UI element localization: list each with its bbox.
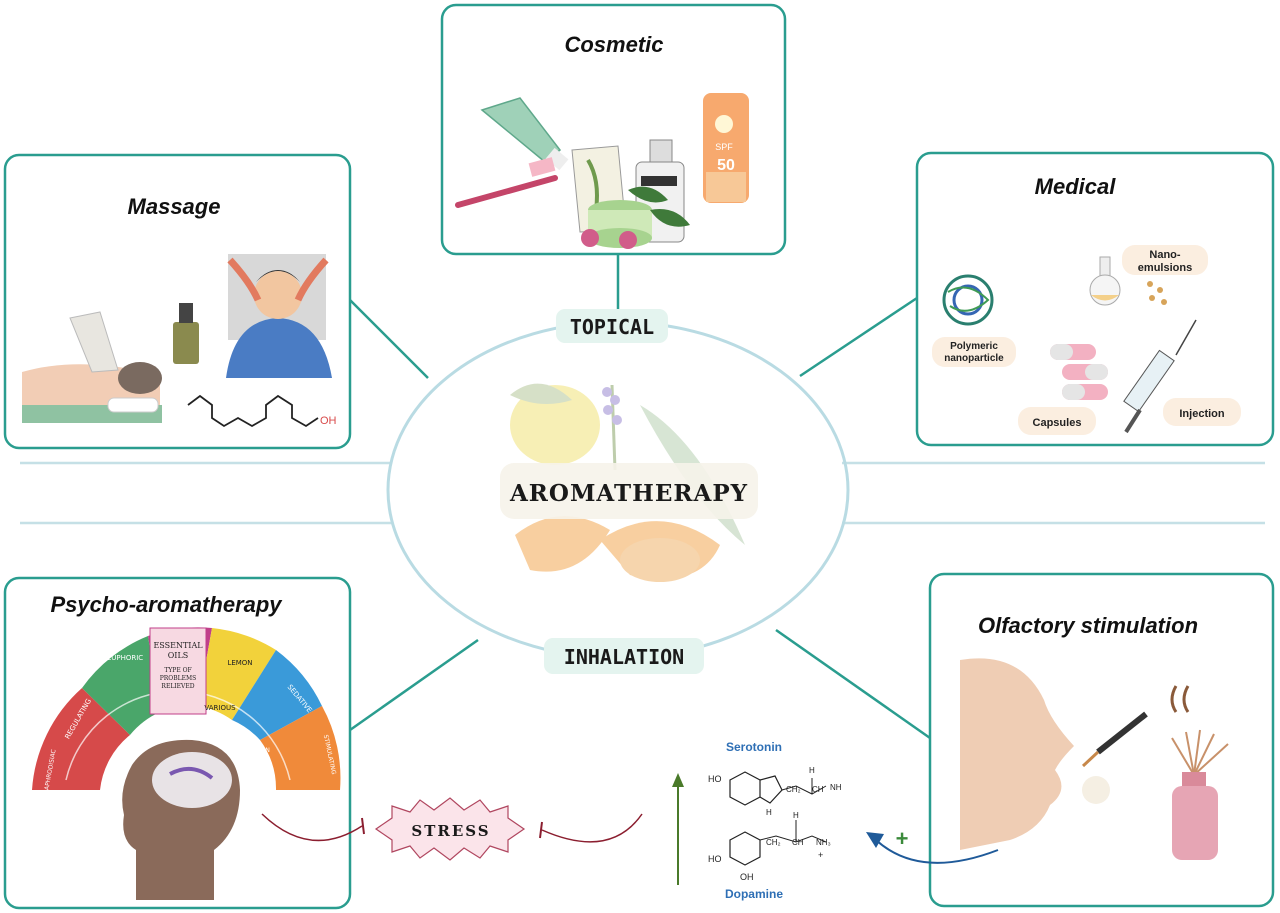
medical-illustration: Polymeric nanoparticle Nano- emulsions C… [932, 245, 1241, 435]
center-title-bg [500, 463, 758, 519]
stress-label: STRESS [411, 822, 490, 840]
wheel-sub-2: PROBLEMS [160, 675, 197, 682]
topical-label-bg [556, 309, 668, 343]
olfactory-plus: + [896, 826, 909, 851]
ser-h: H [809, 766, 815, 775]
wheel-seg-euphoric: EUPHORIC [107, 654, 143, 662]
nano-line1: Nano- [1149, 249, 1181, 261]
olfactory-illustration [960, 658, 1229, 860]
dopamine-label: Dopamine [725, 887, 783, 901]
head-silhouette [122, 739, 240, 900]
stress-flow: STRESS [261, 773, 684, 885]
dop-nh3: NH₃ [816, 838, 831, 847]
ser-ch2: CH₂ [786, 785, 801, 794]
wheel-center-2: OILS [168, 651, 189, 660]
wheel-seg-lemon: LEMON [227, 659, 252, 667]
cosmetic-illustration: SPF 50 [455, 93, 749, 249]
medical-title: Medical [1035, 174, 1117, 199]
center-title: AROMATHERAPY [509, 480, 748, 507]
injection-label: Injection [1179, 408, 1225, 420]
spf-label: SPF [715, 142, 733, 152]
capsules-label: Capsules [1033, 417, 1082, 429]
ser-ch: CH [812, 785, 824, 794]
ser-ho: HO [708, 774, 722, 784]
wheel-center-1: ESSENTIAL [153, 641, 203, 650]
pale-lines [20, 461, 1265, 525]
wheel-seg-serotonin: SEROTONIN [234, 747, 270, 754]
cosmetic-box [440, 3, 787, 256]
psycho-wheel: ESSENTIAL OILS TYPE OF PROBLEMS RELIEVED… [32, 627, 341, 791]
connectors [349, 254, 931, 740]
stress-burst [374, 797, 526, 861]
neurotransmitters: Serotonin Dopamine HO CH₂ CH NH H H HO O… [708, 740, 842, 901]
dop-ch2: CH₂ [766, 838, 781, 847]
dop-plus: + [818, 850, 823, 860]
psycho-title: Psycho-aromatherapy [50, 592, 283, 617]
olfactory-arrow: + [866, 826, 999, 864]
massage-title: Massage [128, 194, 221, 219]
polymeric-line2: nanoparticle [944, 353, 1004, 364]
cosmetic-title: Cosmetic [564, 32, 663, 57]
dop-ho: HO [708, 854, 722, 864]
oh-label: OH [320, 415, 337, 427]
olfactory-title: Olfactory stimulation [978, 613, 1198, 638]
nano-line2: emulsions [1138, 262, 1192, 274]
ser-nh: H [766, 808, 772, 817]
wheel-seg-various: VARIOUS [204, 704, 236, 712]
wheel-sub-1: TYPE OF [164, 667, 191, 674]
ser-nh2: NH [830, 783, 842, 792]
inhalation-label-bg [544, 638, 704, 674]
dop-ch: CH [792, 838, 804, 847]
serotonin-label: Serotonin [726, 740, 782, 754]
wheel-sub-3: RELIEVED [161, 683, 194, 690]
massage-illustration: OH [22, 254, 337, 428]
polymeric-line1: Polymeric [950, 341, 998, 352]
inhalation-label: INHALATION [564, 645, 684, 669]
topical-label: TOPICAL [570, 315, 654, 339]
dop-oh: OH [740, 872, 754, 882]
dop-h: H [793, 811, 799, 820]
spf-value: 50 [717, 157, 735, 174]
